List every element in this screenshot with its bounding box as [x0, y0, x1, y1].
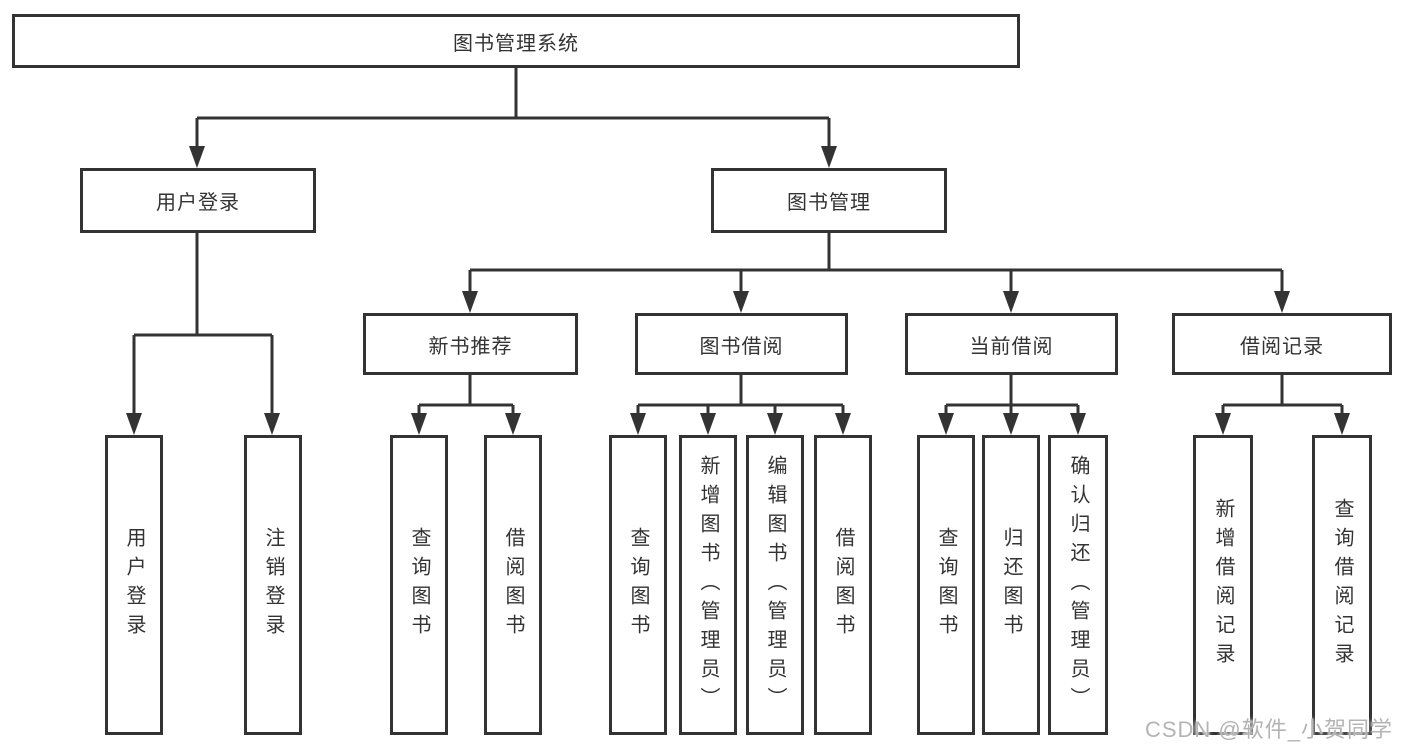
- leaf-label: 查询借阅记录: [1331, 498, 1353, 672]
- arrow-icon: [630, 413, 646, 435]
- leaf-confirm-return-admin: 确认归还（管理员）: [1048, 435, 1108, 735]
- arrow-icon: [411, 413, 427, 435]
- node-new-book-recommend: 新书推荐: [363, 313, 578, 375]
- edge-mgmt-to-level3: [468, 233, 1284, 293]
- arrow-icon: [700, 413, 716, 435]
- leaf-add-book-admin: 新增图书（管理员）: [679, 435, 737, 735]
- node-current-borrow: 当前借阅: [905, 313, 1118, 375]
- arrow-icon: [733, 291, 749, 313]
- edge-borrow-to-leaves: [636, 375, 845, 415]
- edge-current-to-leaves: [944, 375, 1080, 415]
- arrow-icon: [1215, 413, 1231, 435]
- leaf-label: 查询图书: [627, 527, 649, 643]
- arrow-icon: [938, 413, 954, 435]
- arrow-icon: [821, 146, 837, 168]
- arrow-icon: [1003, 291, 1019, 313]
- edge-login-to-leaves: [132, 233, 274, 415]
- leaf-label: 归还图书: [1000, 527, 1022, 643]
- leaf-current-query-book: 查询图书: [917, 435, 975, 735]
- arrow-icon: [1334, 413, 1350, 435]
- edge-root-to-level2: [195, 68, 831, 148]
- leaf-recommend-query-book: 查询图书: [390, 435, 448, 735]
- leaf-add-borrow-record: 新增借阅记录: [1193, 435, 1253, 735]
- arrow-icon: [1003, 413, 1019, 435]
- arrowheads: [126, 146, 1350, 435]
- node-user-login: 用户登录: [80, 168, 316, 233]
- leaf-label: 查询图书: [935, 527, 957, 643]
- leaf-label: 注销登录: [262, 527, 284, 643]
- leaf-label: 用户登录: [123, 527, 145, 643]
- arrow-icon: [505, 413, 521, 435]
- csdn-watermark: CSDN @软件_小贺同学: [1144, 717, 1393, 742]
- node-library-management-system: 图书管理系统: [12, 14, 1020, 68]
- leaf-user-login: 用户登录: [105, 435, 163, 735]
- leaf-borrow-book: 借阅图书: [814, 435, 872, 735]
- leaf-edit-book-admin: 编辑图书（管理员）: [746, 435, 804, 735]
- arrow-icon: [126, 413, 142, 435]
- leaf-label: 借阅图书: [502, 527, 524, 643]
- leaf-recommend-borrow-book: 借阅图书: [484, 435, 542, 735]
- leaf-label: 新增图书（管理员）: [697, 454, 719, 716]
- arrow-icon: [1274, 291, 1290, 313]
- leaf-borrow-query-book: 查询图书: [609, 435, 667, 735]
- leaf-label: 编辑图书（管理员）: [764, 454, 786, 716]
- leaf-return-book: 归还图书: [982, 435, 1040, 735]
- node-book-management: 图书管理: [711, 168, 947, 233]
- edge-recommend-to-leaves: [417, 375, 515, 415]
- arrow-icon: [835, 413, 851, 435]
- arrow-icon: [1070, 413, 1086, 435]
- arrow-icon: [264, 413, 280, 435]
- arrow-icon: [462, 291, 478, 313]
- leaf-label: 查询图书: [408, 527, 430, 643]
- node-book-borrow: 图书借阅: [635, 313, 848, 375]
- leaf-label: 借阅图书: [832, 527, 854, 643]
- arrow-icon: [767, 413, 783, 435]
- leaf-label: 确认归还（管理员）: [1067, 454, 1089, 716]
- leaf-logout: 注销登录: [244, 435, 302, 735]
- leaf-label: 新增借阅记录: [1212, 498, 1234, 672]
- node-borrow-records: 借阅记录: [1172, 313, 1392, 375]
- arrow-icon: [189, 146, 205, 168]
- edge-records-to-leaves: [1221, 375, 1344, 415]
- leaf-query-borrow-record: 查询借阅记录: [1312, 435, 1372, 735]
